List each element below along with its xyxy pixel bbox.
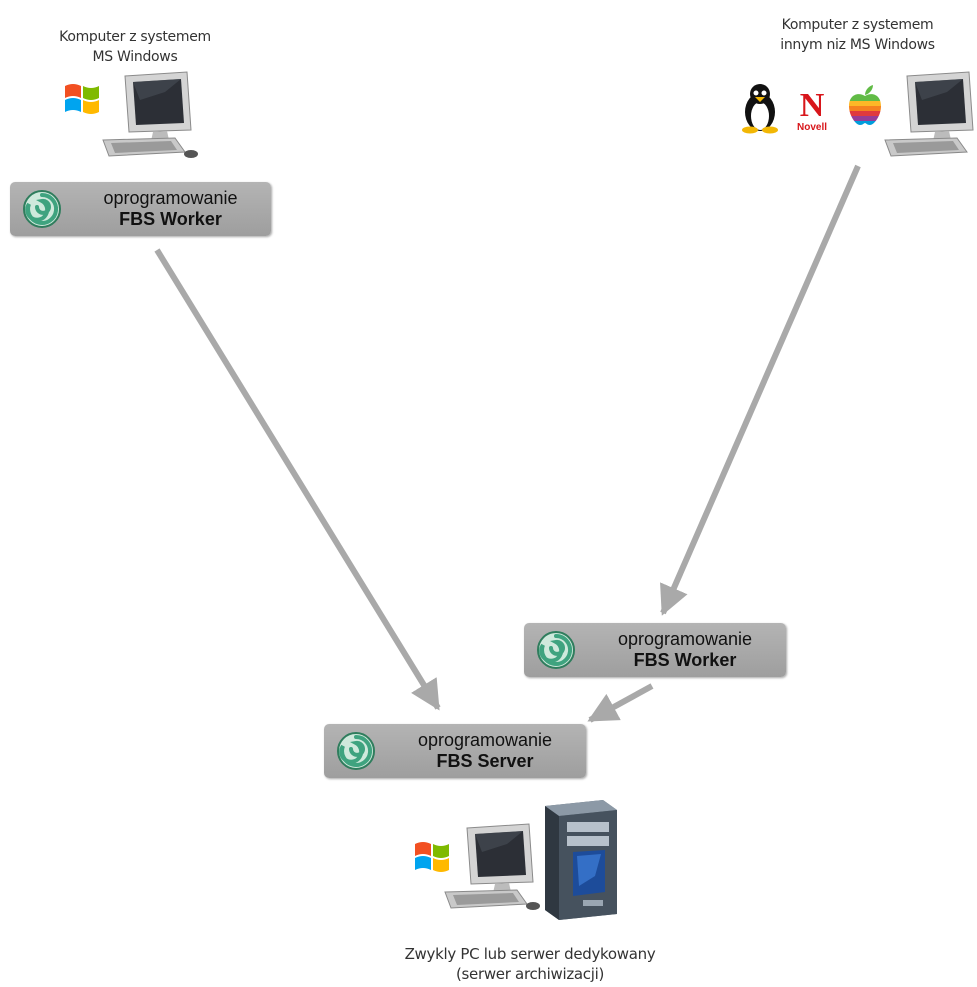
fbs-worker-right-box: oprogramowanie FBS Worker [524, 623, 786, 677]
tower-server-icon [545, 800, 617, 920]
software-label: oprogramowanie [417, 730, 553, 750]
linux-tux-icon [742, 84, 778, 134]
desktop-computer-icon [444, 823, 540, 910]
fbs-server-box: oprogramowanie FBS Server [324, 724, 586, 778]
apple-logo-icon [849, 85, 881, 125]
desktop-computer-icon [102, 71, 198, 158]
fbs-swirl-logo-icon [537, 631, 575, 669]
windows-logo-icon [415, 842, 449, 872]
client-other-caption: Komputer z systemem innym niz MS Windows [780, 17, 935, 53]
fbs-worker-left-box: oprogramowanie FBS Worker [10, 182, 271, 236]
software-name: FBS Server [436, 751, 534, 771]
fbs-swirl-logo-icon [23, 190, 61, 228]
server-caption: Zwykly PC lub serwer dedykowany (serwer … [404, 945, 656, 983]
novell-logo-icon: N Novell [797, 87, 827, 133]
arrow-worker-left-to-server [154, 248, 441, 711]
windows-logo-icon [65, 84, 99, 114]
svg-text:N: N [800, 87, 825, 124]
svg-text:Novell: Novell [797, 122, 827, 133]
client-windows-caption: Komputer z systemem MS Windows [59, 29, 211, 65]
arrow-worker-right-to-server [587, 683, 654, 723]
desktop-computer-icon [884, 71, 974, 157]
software-label: oprogramowanie [103, 188, 238, 208]
software-label: oprogramowanie [617, 629, 753, 649]
fbs-swirl-logo-icon [337, 732, 375, 770]
arrow-client-other-to-worker-right [660, 164, 861, 616]
software-name: FBS Worker [633, 650, 737, 670]
software-name: FBS Worker [119, 209, 222, 229]
